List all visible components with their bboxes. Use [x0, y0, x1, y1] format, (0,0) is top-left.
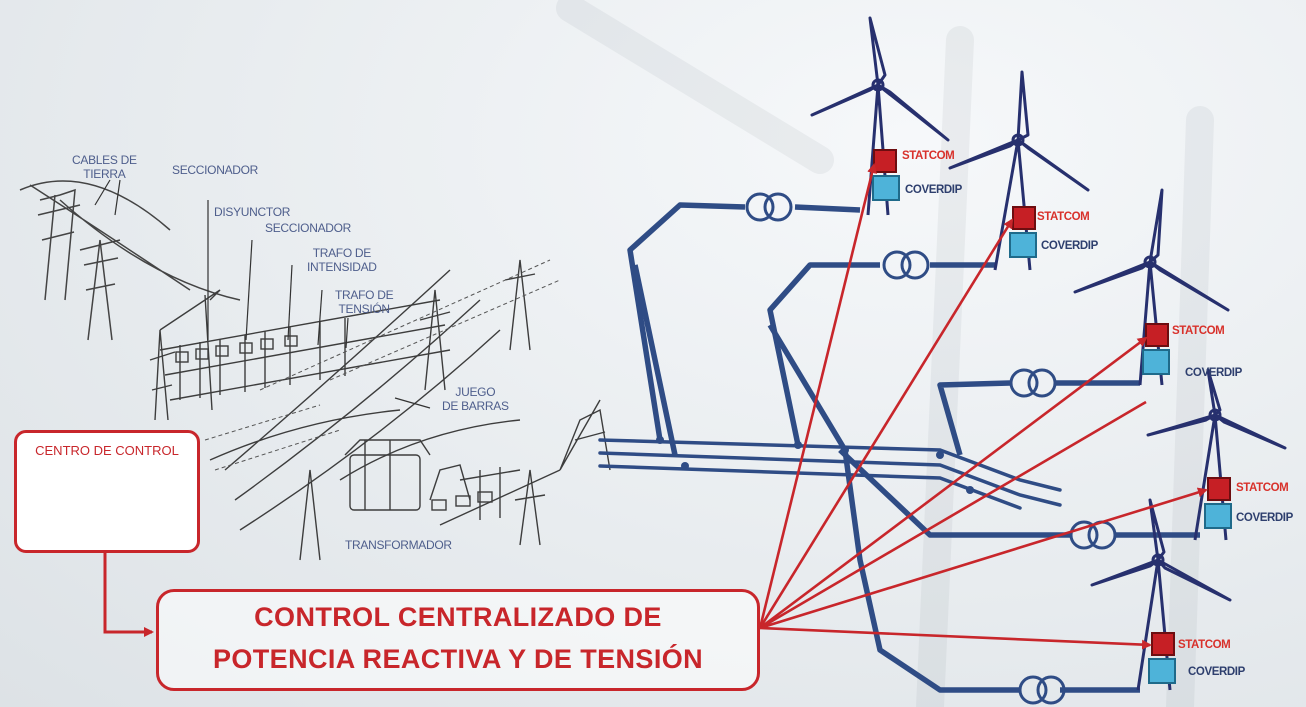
label-trafo-intensidad: TRAFO DE INTENSIDAD: [307, 246, 377, 274]
label-trafo-intensidad-line2: INTENSIDAD: [307, 260, 377, 274]
turbine-2-statcom-label: STATCOM: [1037, 211, 1090, 223]
control-links: [103, 163, 1208, 650]
substation-sketch: [149, 259, 611, 561]
label-pointers: [94, 179, 431, 409]
label-trafo-tension: TRAFO DE TENSIÓN: [335, 288, 394, 316]
label-cables-de-tierra-line1: CABLES DE: [72, 153, 137, 167]
label-disyunctor: DISYUNCTOR: [214, 205, 291, 219]
control-center-panel: CENTRO DE CONTROL: [14, 430, 200, 553]
turbine-4-statcom-label: STATCOM: [1236, 482, 1289, 494]
label-trafo-intensidad-line1: TRAFO DE: [312, 246, 372, 260]
turbine-1-coverdip-label: COVERDIP: [905, 184, 962, 196]
bus-lines: [598, 438, 1062, 510]
central-control-box: CONTROL CENTRALIZADO DE POTENCIA REACTIV…: [156, 589, 760, 691]
label-juego-de-barras-line1: JUEGO: [455, 385, 496, 399]
label-juego-de-barras: JUEGO DE BARRAS: [442, 385, 509, 413]
label-transformador: TRANSFORMADOR: [345, 538, 452, 552]
turbine-5-coverdip-label: COVERDIP: [1188, 666, 1245, 678]
device-boxes: [872, 149, 1232, 684]
turbine-2-coverdip-label: COVERDIP: [1041, 240, 1098, 252]
central-control-line2: POTENCIA REACTIVA Y DE TENSIÓN: [212, 644, 704, 674]
label-cables-de-tierra: CABLES DE TIERRA: [72, 153, 137, 181]
turbine-4-coverdip-label: COVERDIP: [1236, 512, 1293, 524]
control-center-title: CENTRO DE CONTROL: [35, 443, 179, 458]
turbine-3-coverdip-label: COVERDIP: [1185, 367, 1242, 379]
label-trafo-tension-line1: TRAFO DE: [335, 288, 394, 302]
label-cables-de-tierra-line2: TIERRA: [83, 167, 126, 181]
central-control-line1: CONTROL CENTRALIZADO DE: [254, 602, 662, 632]
turbine-5-statcom-label: STATCOM: [1178, 639, 1231, 651]
background-turbines: [556, 0, 1214, 707]
turbine-1-statcom-label: STATCOM: [902, 150, 955, 162]
label-juego-de-barras-line2: DE BARRAS: [442, 399, 509, 413]
label-seccionador-2: SECCIONADOR: [265, 221, 352, 235]
left-pylons: [19, 180, 241, 341]
label-seccionador-1: SECCIONADOR: [172, 163, 259, 177]
feeder-lines: [627, 202, 1200, 693]
junction-dots: [656, 436, 974, 494]
dashed-wires: [204, 259, 561, 471]
label-trafo-tension-line2: TENSIÓN: [338, 302, 391, 316]
turbine-3-statcom-label: STATCOM: [1172, 325, 1225, 337]
